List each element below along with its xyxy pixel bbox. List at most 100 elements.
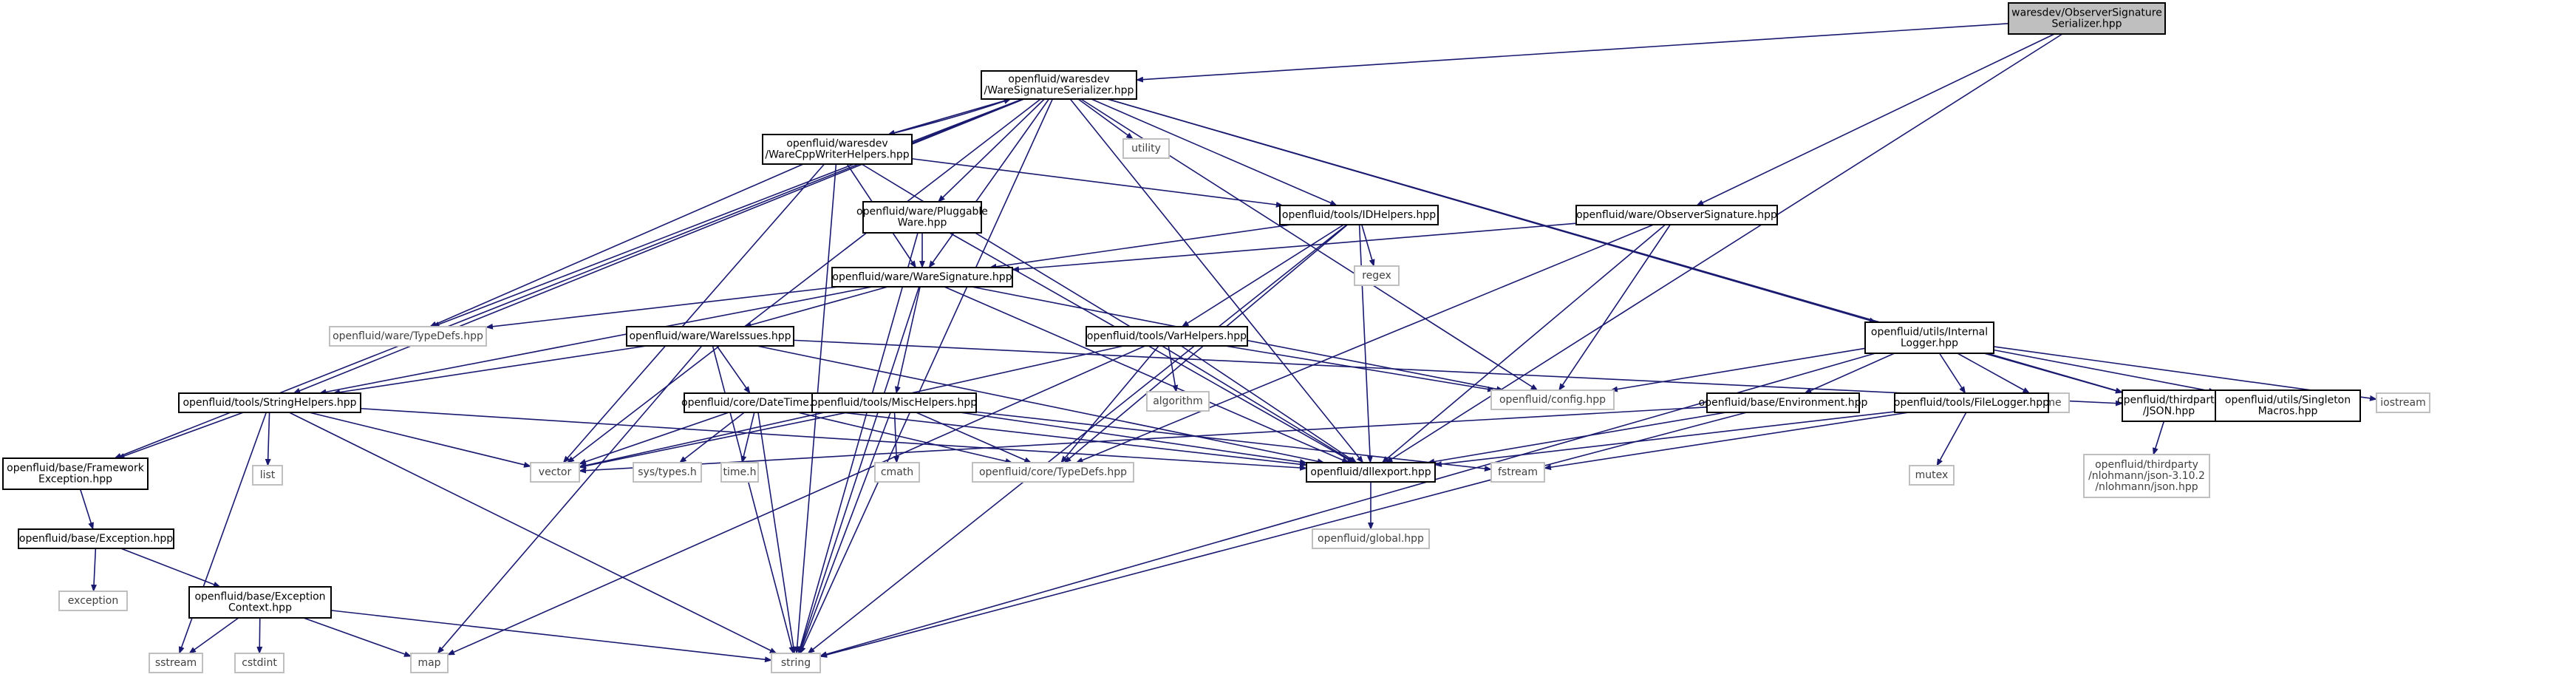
- node-fl[interactable]: openfluid/tools/FileLogger.hpp: [1894, 392, 2049, 413]
- node-env[interactable]: openfluid/base/Environment.hpp: [1699, 392, 1868, 413]
- edge-ec-to-sstream: [188, 617, 239, 654]
- edge-root-to-dllexport: [1385, 33, 2063, 463]
- node-mh[interactable]: openfluid/tools/MiscHelpers.hpp: [811, 392, 977, 413]
- node-cmath: cmath: [874, 462, 920, 483]
- node-label-line: string: [781, 657, 811, 669]
- node-sstream: sstream: [149, 653, 203, 673]
- node-label-line: openfluid/tools/VarHelpers.hpp: [1087, 330, 1247, 342]
- node-box: [2122, 389, 2216, 422]
- edge-ws-to-mh: [894, 286, 921, 394]
- node-sh[interactable]: openfluid/tools/StringHelpers.hpp: [178, 392, 361, 413]
- node-label-line: openfluid/tools/FileLogger.hpp: [1894, 397, 2049, 409]
- edge-varh-to-dllexport: [1181, 345, 1357, 463]
- node-box: [2376, 392, 2430, 413]
- node-box: [329, 326, 487, 347]
- node-label-line: openfluid/base/Environment.hpp: [1699, 397, 1868, 409]
- edge-fl-to-mutex: [1936, 412, 1967, 466]
- node-timeh: time.h: [720, 462, 759, 483]
- node-idh[interactable]: openfluid/tools/IDHelpers.hpp: [1279, 205, 1439, 225]
- node-box: [1894, 392, 2049, 413]
- edge-ws-to-string: [798, 286, 920, 654]
- edge-sh-to-sstream: [178, 412, 268, 654]
- node-global: openfluid/global.hpp: [1312, 528, 1430, 549]
- node-map: map: [410, 653, 449, 673]
- edge-ec-to-string: [330, 610, 772, 663]
- edge-wss-to-sh: [293, 98, 1025, 394]
- node-label-line: waresdev/ObserverSignature: [2011, 7, 2162, 19]
- node-mutex: mutex: [1909, 465, 1955, 486]
- node-box: [972, 462, 1134, 483]
- node-box: [1086, 326, 1248, 347]
- node-ws[interactable]: openfluid/ware/WareSignature.hpp: [831, 267, 1013, 288]
- edge-wi-to-sh: [333, 345, 647, 395]
- node-json[interactable]: openfluid/thirdparty/JSON.hpp: [2117, 389, 2221, 422]
- edge-il-to-env: [1804, 353, 1895, 394]
- edge-mh-to-typedefs_core: [916, 412, 1032, 463]
- node-exc[interactable]: openfluid/base/Exception.hpp: [18, 528, 174, 549]
- edge-sh-to-fe: [117, 412, 244, 459]
- edge-wss-to-idh: [1091, 98, 1338, 206]
- edge-wcw-to-vector: [562, 163, 825, 463]
- node-box: [2, 457, 149, 490]
- node-box: [771, 653, 821, 673]
- node-varh[interactable]: openfluid/tools/VarHelpers.hpp: [1086, 326, 1248, 347]
- edge-mh-to-fstream: [975, 411, 1492, 472]
- node-dt[interactable]: openfluid/core/DateTime.hpp: [681, 392, 832, 413]
- edge-env-to-string: [820, 412, 1747, 658]
- node-obs[interactable]: openfluid/ware/ObserverSignature.hpp: [1575, 205, 1778, 225]
- edge-dt-to-timeh: [740, 412, 755, 463]
- edge-wi-to-dt: [716, 345, 751, 394]
- node-label-line: openfluid/tools/MiscHelpers.hpp: [811, 397, 977, 409]
- node-algorithm: algorithm: [1146, 391, 1210, 412]
- node-exception: exception: [58, 591, 128, 611]
- edge-sh-to-string: [288, 412, 777, 654]
- node-label-line: iostream: [2380, 397, 2426, 409]
- node-box: [811, 392, 977, 413]
- edge-mh-to-string: [799, 412, 891, 654]
- edge-il-to-ctime: [1957, 353, 2031, 394]
- node-label-line: time.h: [723, 466, 757, 478]
- node-typedefs_core: openfluid/core/TypeDefs.hpp: [972, 462, 1134, 483]
- node-wi[interactable]: openfluid/ware/WareIssues.hpp: [626, 326, 794, 347]
- node-label-line: Exception.hpp: [38, 474, 112, 486]
- node-box: [1354, 265, 1400, 286]
- node-label-line: algorithm: [1153, 395, 1203, 407]
- node-label-line: openfluid/thirdparty: [2117, 395, 2221, 406]
- node-label-line: openfluid/base/Exception.hpp: [19, 533, 173, 545]
- edge-fl-to-fstream: [1544, 412, 1909, 471]
- edge-obs-to-dllexport: [1381, 224, 1666, 463]
- node-label-line: /WareCppWriterHelpers.hpp: [765, 149, 909, 161]
- node-label-line: Context.hpp: [228, 602, 292, 614]
- edge-fe-to-exc: [79, 489, 94, 530]
- edge-sh-to-list: [265, 412, 271, 466]
- edge-obs-to-config: [1558, 224, 1671, 391]
- edge-idh-to-ws: [989, 224, 1292, 270]
- node-label-line: fstream: [1498, 466, 1538, 478]
- node-wcw[interactable]: openfluid/waresdev/WareCppWriterHelpers.…: [762, 134, 913, 165]
- node-fstream: fstream: [1490, 462, 1545, 483]
- edge-wss-to-ws: [928, 98, 1050, 268]
- node-label-line: openfluid/waresdev: [786, 138, 887, 150]
- edge-il-to-fl: [1938, 353, 1966, 394]
- edge-mh-to-vector: [579, 412, 848, 469]
- node-label-line: openfluid/ware/WareIssues.hpp: [629, 330, 791, 342]
- edge-ec-to-map: [303, 617, 412, 657]
- node-label-line: cstdint: [242, 657, 277, 669]
- edge-wi-to-map: [437, 345, 703, 654]
- node-label-line: Serializer.hpp: [2051, 18, 2122, 30]
- node-label-line: utility: [1131, 143, 1161, 154]
- edge-wcw-to-idh: [911, 157, 1284, 208]
- edge-json-to-nlohmann: [2153, 421, 2165, 455]
- node-label-line: openfluid/core/TypeDefs.hpp: [979, 466, 1127, 478]
- node-box: [1706, 392, 1860, 413]
- node-dllexport[interactable]: openfluid/dllexport.hpp: [1306, 462, 1436, 483]
- node-wss[interactable]: openfluid/waresdev/WareSignatureSerializ…: [981, 70, 1137, 100]
- node-label-line: openfluid/base/Framework: [7, 463, 145, 474]
- node-label-line: openfluid/ware/Pluggable: [856, 206, 988, 218]
